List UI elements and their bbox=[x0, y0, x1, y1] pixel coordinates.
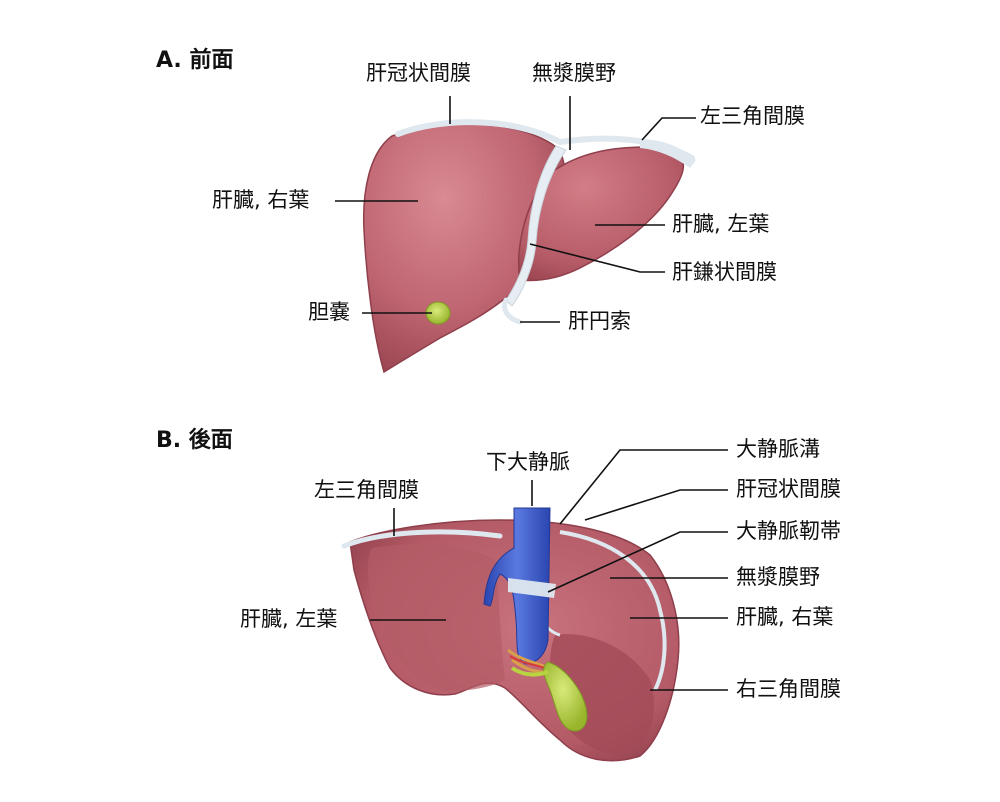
bile-duct-b bbox=[510, 666, 549, 677]
label-a-gallbladder: 胆嚢 bbox=[308, 300, 350, 324]
label-a-bare-area: 無漿膜野 bbox=[532, 61, 616, 85]
leader-b-coronary bbox=[584, 489, 728, 521]
gallbladder-b bbox=[543, 661, 588, 732]
label-a-coronary-ligament: 肝冠状間膜 bbox=[366, 61, 471, 85]
liver-right-lobe-a bbox=[362, 123, 566, 374]
label-a-left-lobe: 肝臓, 左葉 bbox=[672, 212, 770, 236]
leader-b-ivc-lig bbox=[547, 531, 728, 593]
label-b-right-triangular: 右三角間膜 bbox=[736, 677, 841, 701]
left-triangular-ligament-b bbox=[341, 529, 503, 549]
leader-a-left-tri bbox=[641, 117, 696, 141]
left-triangular-ligament-a bbox=[640, 139, 696, 168]
leader-a-falciform bbox=[529, 243, 665, 273]
coronary-ligament-b bbox=[559, 530, 667, 691]
label-a-round-ligament: 肝円索 bbox=[568, 309, 631, 333]
label-b-right-lobe: 肝臓, 右葉 bbox=[736, 605, 834, 629]
ivc-ligament-band bbox=[508, 578, 556, 598]
label-b-ivc-groove: 大静脈溝 bbox=[736, 437, 820, 461]
panel-b-title: B. 後面 bbox=[156, 428, 233, 453]
leader-lines bbox=[335, 96, 728, 691]
liver-posterior bbox=[341, 507, 680, 762]
left-lobe-shade-b bbox=[367, 544, 505, 691]
label-a-right-lobe: 肝臓, 右葉 bbox=[212, 188, 310, 212]
round-ligament-a bbox=[502, 297, 523, 325]
label-b-left-triangular: 左三角間膜 bbox=[314, 478, 419, 502]
label-b-bare-area: 無漿膜野 bbox=[736, 565, 820, 589]
leader-b-ivc-groove bbox=[559, 449, 728, 525]
label-b-ivc: 下大静脈 bbox=[486, 450, 570, 474]
falciform-ligament-a bbox=[505, 145, 567, 307]
label-b-ivc-ligament: 大静脈靭帯 bbox=[736, 519, 841, 543]
label-a-left-triangular: 左三角間膜 bbox=[700, 104, 805, 128]
panel-a-title: A. 前面 bbox=[156, 48, 234, 73]
label-b-coronary-ligament: 肝冠状間膜 bbox=[736, 477, 841, 501]
label-a-falciform: 肝鎌状間膜 bbox=[672, 260, 777, 284]
label-b-left-lobe: 肝臓, 左葉 bbox=[240, 607, 338, 631]
liver-anterior bbox=[362, 119, 696, 374]
